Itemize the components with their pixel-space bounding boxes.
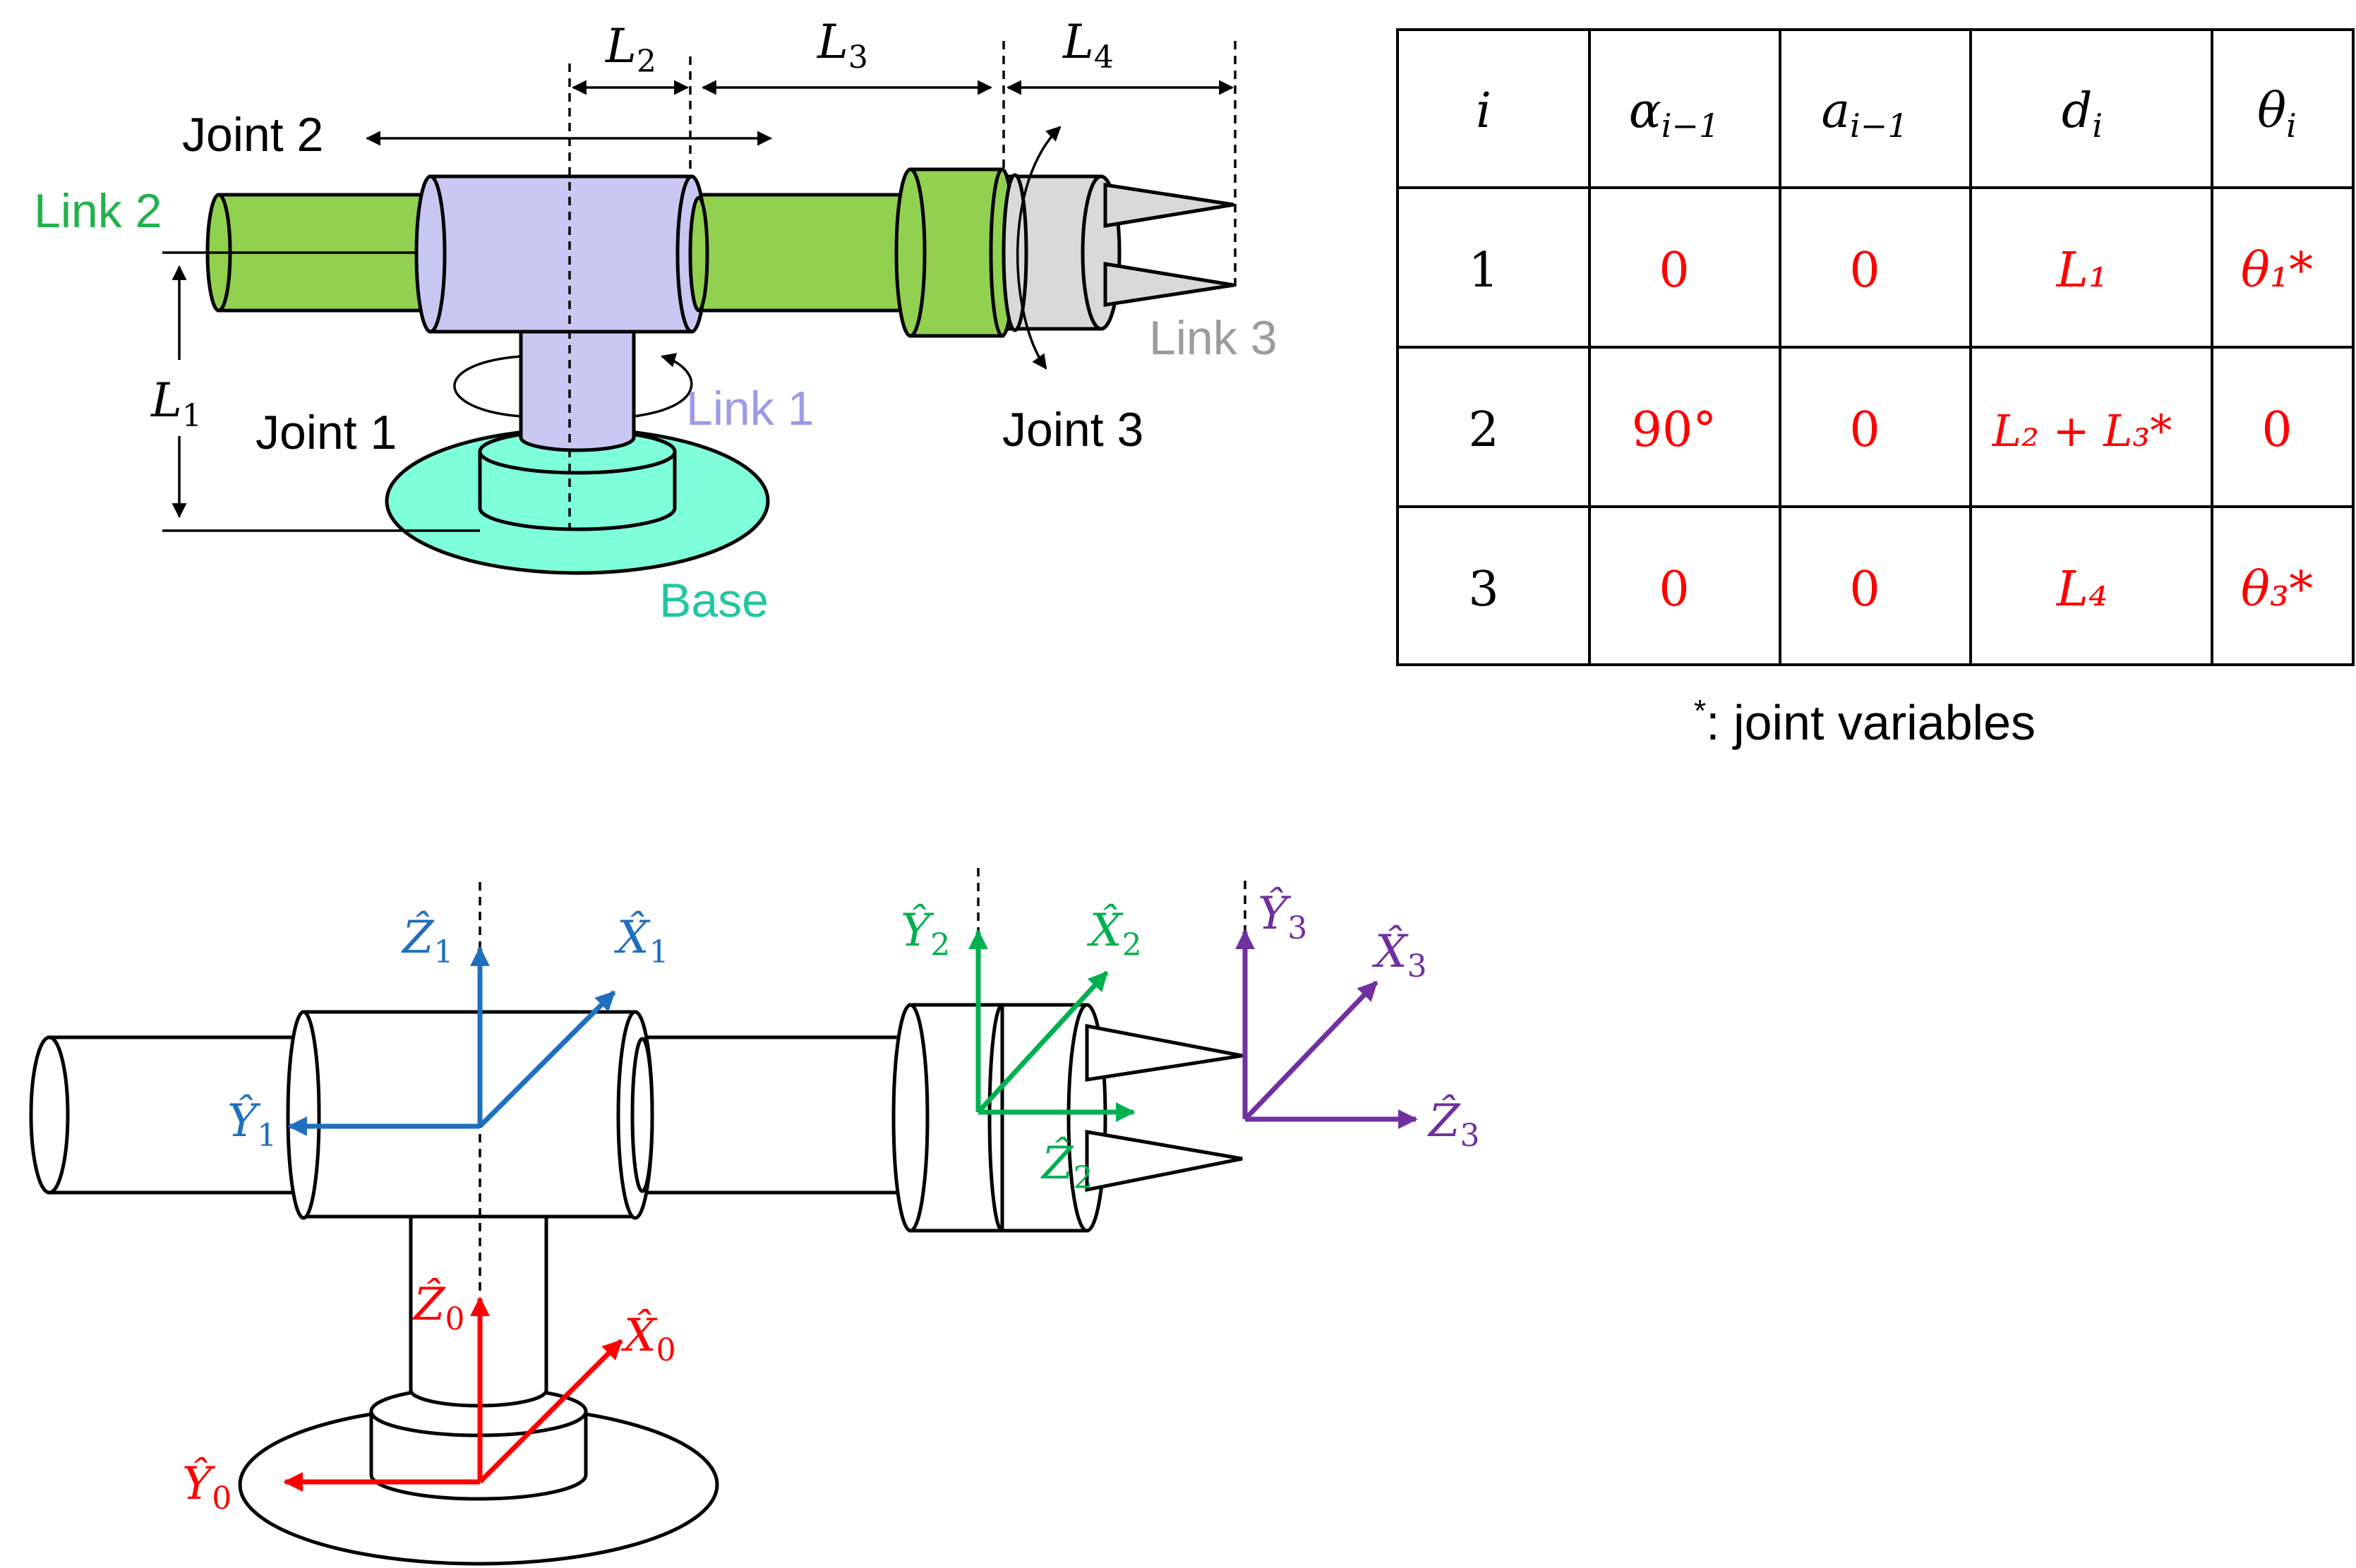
frame0-z-label: Ẑ0: [412, 1278, 464, 1337]
frame3-x-label: X̂3: [1371, 925, 1427, 984]
l4-label: L4: [1062, 15, 1114, 76]
link1-hub: [428, 174, 694, 334]
joint3-rotation-arrow: [1016, 126, 1062, 370]
frame1-y-label: Ŷ1: [227, 1094, 277, 1154]
frame0: [283, 1296, 623, 1492]
cell-r3-d: L₄: [2055, 562, 2108, 617]
cell-r1-alpha: 0: [1659, 243, 1689, 298]
frame2-x-axis: [976, 970, 1109, 1114]
frame0-x-label: X̂0: [620, 1309, 676, 1368]
cell-r2-d: L₂ + L₃*: [1992, 405, 2172, 457]
frame1: [287, 946, 616, 1136]
frame2: [968, 929, 1136, 1122]
frame1-z-label: Ẑ1: [401, 911, 453, 970]
frame3-x-axis: [1243, 980, 1378, 1121]
header-i: i: [1476, 83, 1491, 139]
frame2-z-label: Ẑ2: [1040, 1137, 1093, 1196]
frame2-y-label: Ŷ2: [901, 903, 950, 963]
footnote: *: joint variables: [1694, 694, 2036, 750]
cell-r1-a: 0: [1849, 243, 1880, 298]
dh-table: i αi−1 ai−1 di θi 1 0 0 L₁ θ₁* 2 90° 0 L…: [1396, 28, 2355, 666]
cell-r1-theta: θ₁*: [2241, 243, 2313, 298]
link2-tube-right-outline: [633, 1035, 913, 1195]
cell-r1-i: 1: [1468, 243, 1498, 298]
gripper-finger-top-outline: [1085, 1023, 1243, 1082]
cell-r1-d: L₁: [2055, 243, 2108, 298]
cell-r3-a: 0: [1849, 562, 1880, 617]
link3-label: Link 3: [1149, 311, 1277, 365]
gripper-finger-top: [1103, 183, 1234, 228]
cell-r3-alpha: 0: [1659, 562, 1689, 617]
joint3-label: Joint 3: [1002, 403, 1143, 457]
frame1-x-label: X̂1: [613, 911, 669, 970]
joint1-label: Joint 1: [256, 406, 397, 459]
cell-r2-theta: 0: [2261, 402, 2292, 458]
frame1-x-axis: [478, 990, 616, 1128]
frame3-z-label: Ẑ3: [1427, 1094, 1479, 1154]
gripper-finger-bottom: [1103, 262, 1234, 307]
cell-r2-i: 2: [1468, 402, 1498, 458]
colored-robot: [205, 167, 1234, 575]
l3-label: L3: [817, 15, 868, 76]
frame0-x-axis: [478, 1339, 623, 1484]
frame0-y-label: Ŷ0: [182, 1457, 232, 1516]
link1-label: Link 1: [686, 382, 814, 435]
cell-r2-a: 0: [1849, 402, 1880, 458]
cell-r3-theta: θ₃*: [2241, 562, 2313, 617]
link1-post: [519, 315, 636, 452]
base-label: Base: [659, 574, 769, 627]
cell-r2-alpha: 90°: [1632, 402, 1717, 458]
frame2-x-label: X̂2: [1086, 904, 1142, 963]
frame3: [1235, 929, 1418, 1129]
gripper-finger-bottom-outline: [1085, 1130, 1243, 1193]
header-d: di: [2062, 83, 2103, 145]
outline-robot: [29, 1003, 1243, 1566]
header-theta: θi: [2257, 83, 2297, 145]
cell-r3-i: 3: [1468, 562, 1498, 617]
joint1-rotation-arrow: [453, 356, 693, 418]
l2-label: L2: [605, 19, 656, 80]
link1-hub-outline: [301, 1010, 637, 1219]
l1-label: L1: [150, 373, 202, 434]
joint2-label: Joint 2: [182, 108, 323, 162]
header-alpha: αi−1: [1629, 83, 1719, 145]
link2-label: Link 2: [34, 184, 162, 238]
header-a: ai−1: [1821, 83, 1908, 145]
link2-tube-left-outline: [47, 1035, 306, 1195]
frame3-y-label: Ŷ3: [1258, 886, 1307, 946]
